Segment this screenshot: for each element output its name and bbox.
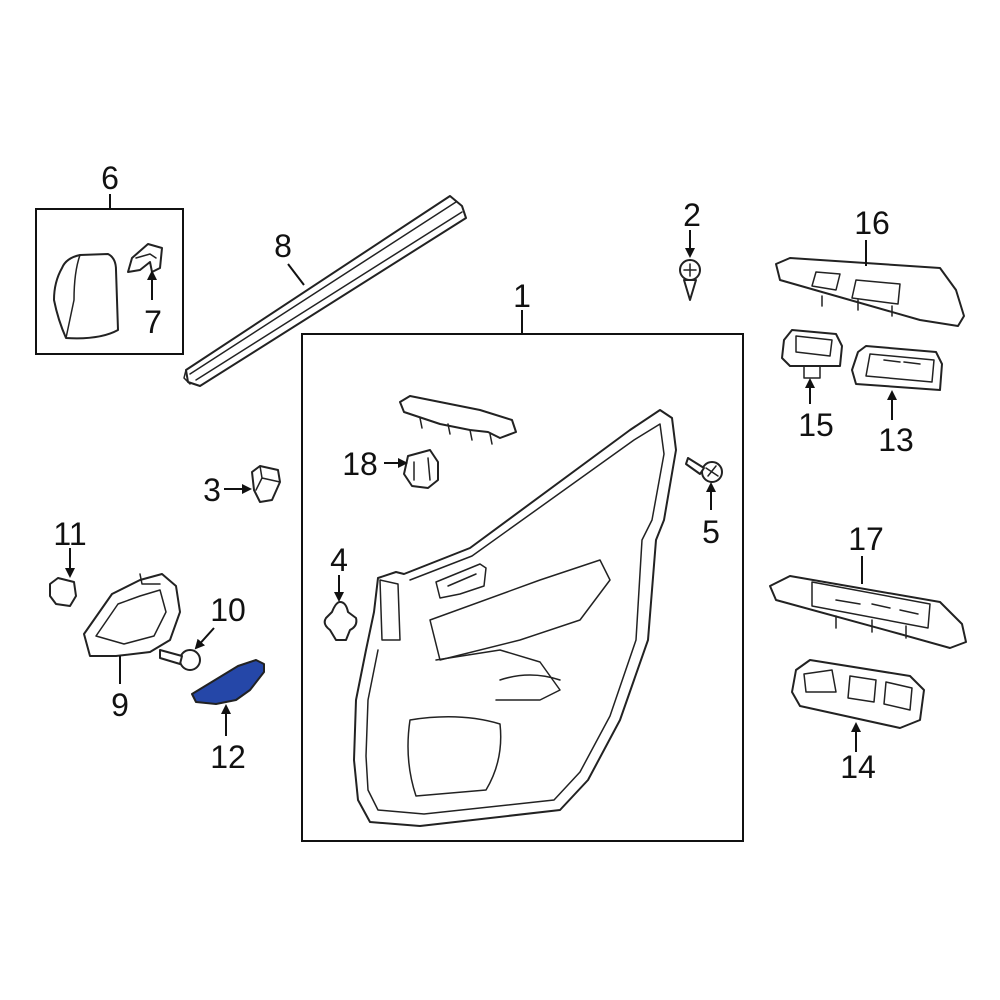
part-1-door-trim-panel[interactable] xyxy=(353,409,677,827)
callout-13: 13 xyxy=(878,422,914,458)
inner-bracket[interactable] xyxy=(399,395,517,445)
callout-7: 7 xyxy=(144,304,162,340)
part-11-clip-nut[interactable] xyxy=(49,577,77,607)
leader-10 xyxy=(194,627,215,650)
part-7-clip[interactable] xyxy=(127,243,163,273)
part-13-switch-assembly[interactable] xyxy=(851,345,943,391)
part-3-nut[interactable] xyxy=(251,465,281,503)
callout-18: 18 xyxy=(342,446,378,482)
callout-6: 6 xyxy=(101,160,119,196)
part-16-switch-panel[interactable] xyxy=(775,257,965,327)
callout-3: 3 xyxy=(203,472,221,508)
leader-8 xyxy=(287,263,305,286)
callout-2: 2 xyxy=(683,197,701,233)
callout-5: 5 xyxy=(702,514,720,550)
callout-11: 11 xyxy=(53,516,86,552)
part-14-switch-assembly[interactable] xyxy=(791,659,925,729)
part-10-screw[interactable] xyxy=(159,649,201,671)
part-5-screw[interactable] xyxy=(685,457,723,483)
part-15-switch[interactable] xyxy=(781,329,843,379)
callout-16: 16 xyxy=(854,205,890,241)
part-4-push-clip[interactable] xyxy=(323,601,358,641)
part-12-cover-highlighted[interactable] xyxy=(191,659,265,705)
callout-8: 8 xyxy=(274,228,292,264)
callout-14: 14 xyxy=(840,749,876,785)
callout-4: 4 xyxy=(330,542,348,578)
part-6-cover[interactable] xyxy=(53,253,119,340)
callout-1: 1 xyxy=(513,278,531,314)
callout-10: 10 xyxy=(210,592,246,628)
callout-12: 12 xyxy=(210,739,246,775)
part-9-handle-housing[interactable] xyxy=(83,573,181,657)
part-18-clip[interactable] xyxy=(403,449,439,489)
part-8-weatherstrip[interactable] xyxy=(183,195,467,387)
callout-15: 15 xyxy=(798,407,834,443)
part-2-screw[interactable] xyxy=(679,259,701,301)
part-17-switch-panel[interactable] xyxy=(769,575,967,649)
callout-17: 17 xyxy=(848,521,884,557)
callout-9: 9 xyxy=(111,687,129,723)
